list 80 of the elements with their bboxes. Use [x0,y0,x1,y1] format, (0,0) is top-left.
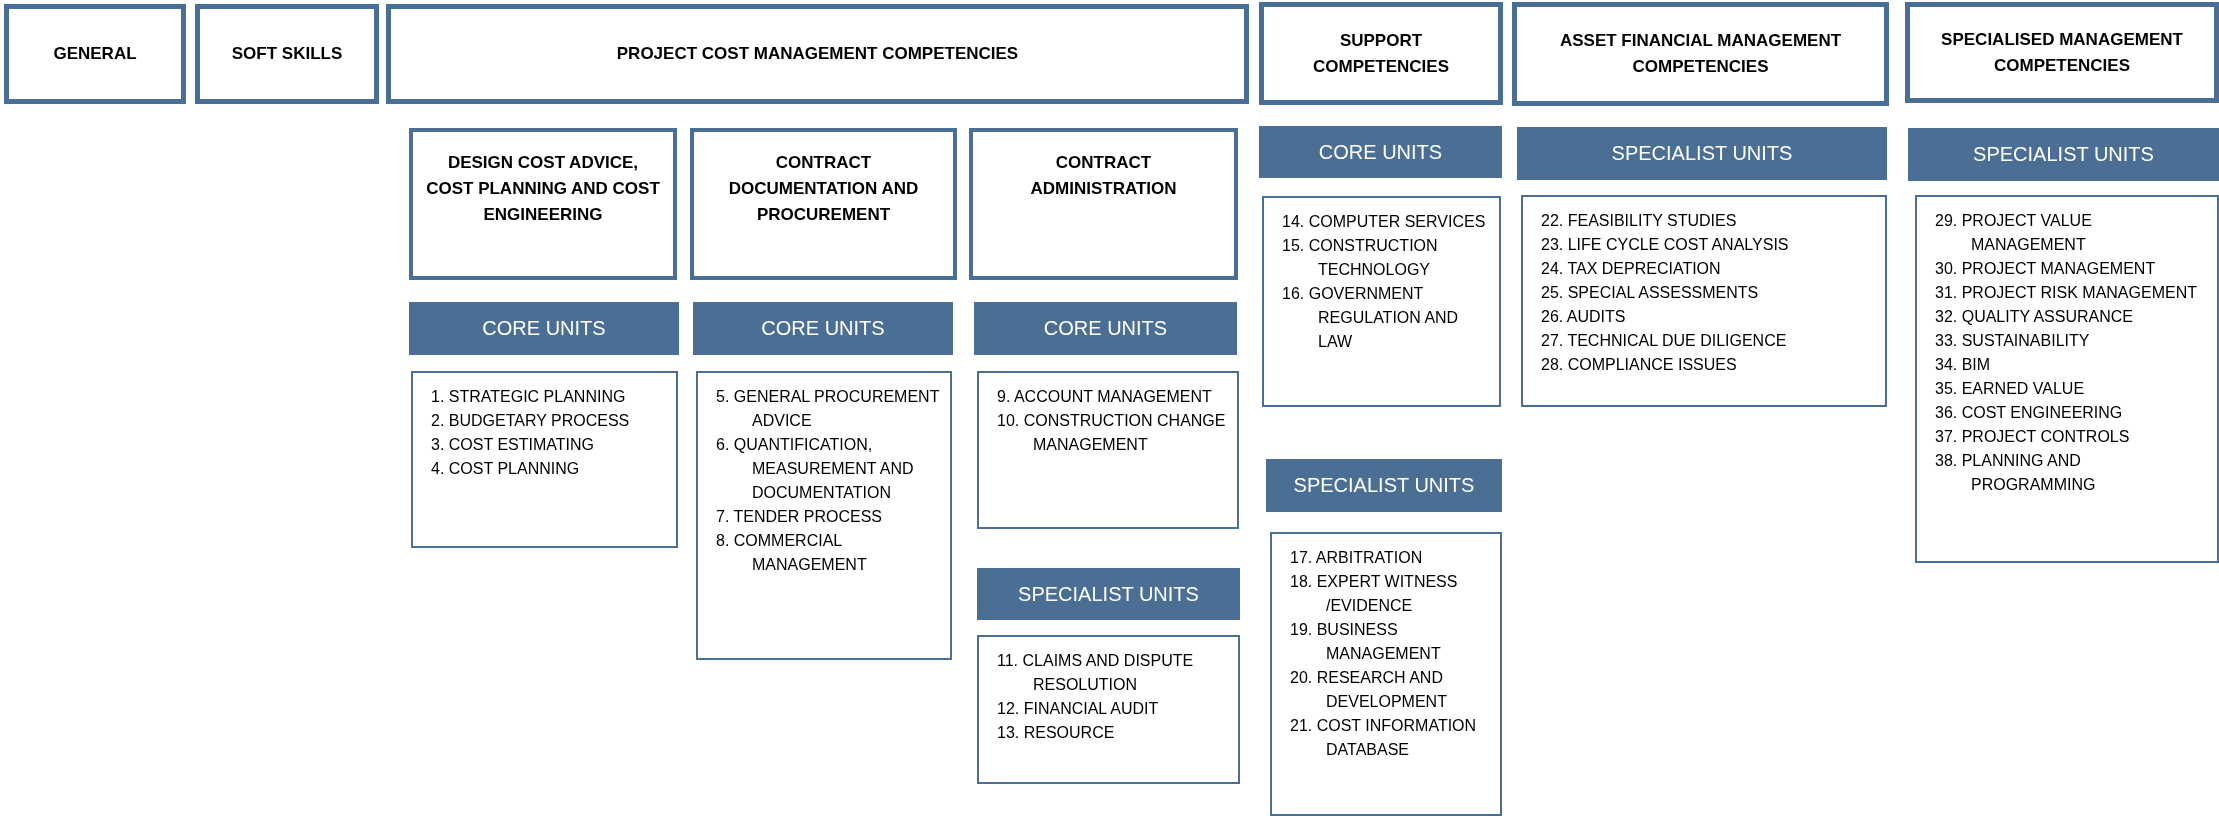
list-item: 5. GENERAL PROCUREMENT ADVICE [715,387,941,431]
list-item: 30. PROJECT MANAGEMENT [1934,259,2157,279]
list-item: 1. STRATEGIC PLANNING [430,387,627,407]
list-item: 3. COST ESTIMATING [430,435,595,455]
list-item: 11. CLAIMS AND DISPUTE RESOLUTION [996,651,1195,695]
competency-area-box [690,128,957,280]
unit-list-box [1915,195,2219,563]
list-item: 26. AUDITS [1540,307,1627,327]
banner-title: CORE UNITS [1318,140,1443,164]
unit-banner [1259,126,1502,178]
competency-area-box [409,128,677,280]
list-item: 36. COST ENGINEERING [1934,403,2124,423]
unit-banner [1517,127,1887,180]
banner-title: CORE UNITS [482,317,606,340]
competency-header-box [195,4,379,104]
list-item: 21. COST INFORMATION DATABASE [1289,716,1478,760]
unit-banner [974,302,1237,355]
list-item: 2. BUDGETARY PROCESS [430,411,631,431]
area-title: DESIGN COST ADVICE, COST PLANNING AND COST ENGINEERING [425,152,661,226]
unit-list-box [1262,196,1501,407]
list-item: 35. EARNED VALUE [1934,379,2086,399]
list-item: 16. GOVERNMENT REGULATION AND LAW [1281,284,1460,352]
unit-banner [977,568,1240,620]
list-item: 25. SPECIAL ASSESSMENTS [1540,283,1760,303]
competency-area-box [969,128,1238,280]
competency-header-box [386,4,1249,104]
unit-list-box [1270,532,1502,816]
area-title: CONTRACT DOCUMENTATION AND PROCUREMENT [727,152,920,226]
list-item: 32. QUALITY ASSURANCE [1934,307,2134,327]
list-item: 23. LIFE CYCLE COST ANALYSIS [1540,235,1790,255]
list-item: 29. PROJECT VALUE MANAGEMENT [1934,211,2093,255]
list-item: 22. FEASIBILITY STUDIES [1540,211,1738,231]
unit-list-box [977,635,1240,784]
header-text: PROJECT COST MANAGEMENT COMPETENCIES [615,43,1020,65]
header-text: GENERAL [52,43,138,65]
banner-title: CORE UNITS [761,317,885,340]
list-item: 12. FINANCIAL AUDIT [996,699,1160,719]
list-item: 13. RESOURCE [996,723,1116,743]
banner-title: SPECIALIST UNITS [1611,142,1793,165]
competency-header-box [1259,2,1503,105]
list-item: 10. CONSTRUCTION CHANGE MANAGEMENT [996,411,1227,455]
list-item: 24. TAX DEPRECIATION [1540,259,1722,279]
list-item: 34. BIM [1934,355,1992,375]
list-item: 4. COST PLANNING [430,459,581,479]
list-item: 6. QUANTIFICATION, MEASUREMENT AND DOCUMENTATION [715,435,915,503]
competency-header-box [1512,2,1889,106]
unit-banner [693,302,953,355]
header-text: ASSET FINANCIAL MANAGEMENT COMPETENCIES [1558,30,1843,78]
list-item: 20. RESEARCH AND DEVELOPMENT [1289,668,1448,712]
banner-title: SPECIALIST UNITS [1018,582,1199,606]
banner-title: CORE UNITS [1043,317,1168,340]
list-item: 14. COMPUTER SERVICES [1281,212,1487,232]
unit-banner [409,302,679,355]
list-item: 9. ACCOUNT MANAGEMENT [996,387,1213,407]
header-text: SOFT SKILLS [230,43,344,65]
unit-list-box [1521,195,1887,407]
competency-header-box [1905,2,2219,103]
list-item: 31. PROJECT RISK MANAGEMENT [1934,283,2198,303]
list-item: 19. BUSINESS MANAGEMENT [1289,620,1442,664]
unit-banner [1908,128,2219,181]
unit-list-box [977,371,1239,529]
list-item: 8. COMMERCIAL MANAGEMENT [715,531,868,575]
list-item: 33. SUSTAINABILITY [1934,331,2091,351]
banner-title: SPECIALIST UNITS [1973,143,2154,166]
header-text: SPECIALISED MANAGEMENT COMPETENCIES [1940,28,2184,77]
list-item: 27. TECHNICAL DUE DILIGENCE [1540,331,1788,351]
competency-header-box [4,4,186,104]
list-item: 17. ARBITRATION [1289,548,1424,568]
unit-list-box [411,371,678,548]
banner-title: SPECIALIST UNITS [1293,474,1475,497]
list-item: 37. PROJECT CONTROLS [1934,427,2131,447]
list-item: 7. TENDER PROCESS [715,507,883,527]
list-item: 15. CONSTRUCTION TECHNOLOGY [1281,236,1439,280]
area-title: CONTRACT ADMINISTRATION [1029,152,1178,200]
list-item: 38. PLANNING AND PROGRAMMING [1934,451,2097,495]
unit-list-box [696,371,952,660]
list-item: 28. COMPLIANCE ISSUES [1540,355,1738,375]
header-text: SUPPORT COMPETENCIES [1312,29,1450,78]
list-item: 18. EXPERT WITNESS /EVIDENCE [1289,572,1459,616]
unit-banner [1266,459,1502,512]
